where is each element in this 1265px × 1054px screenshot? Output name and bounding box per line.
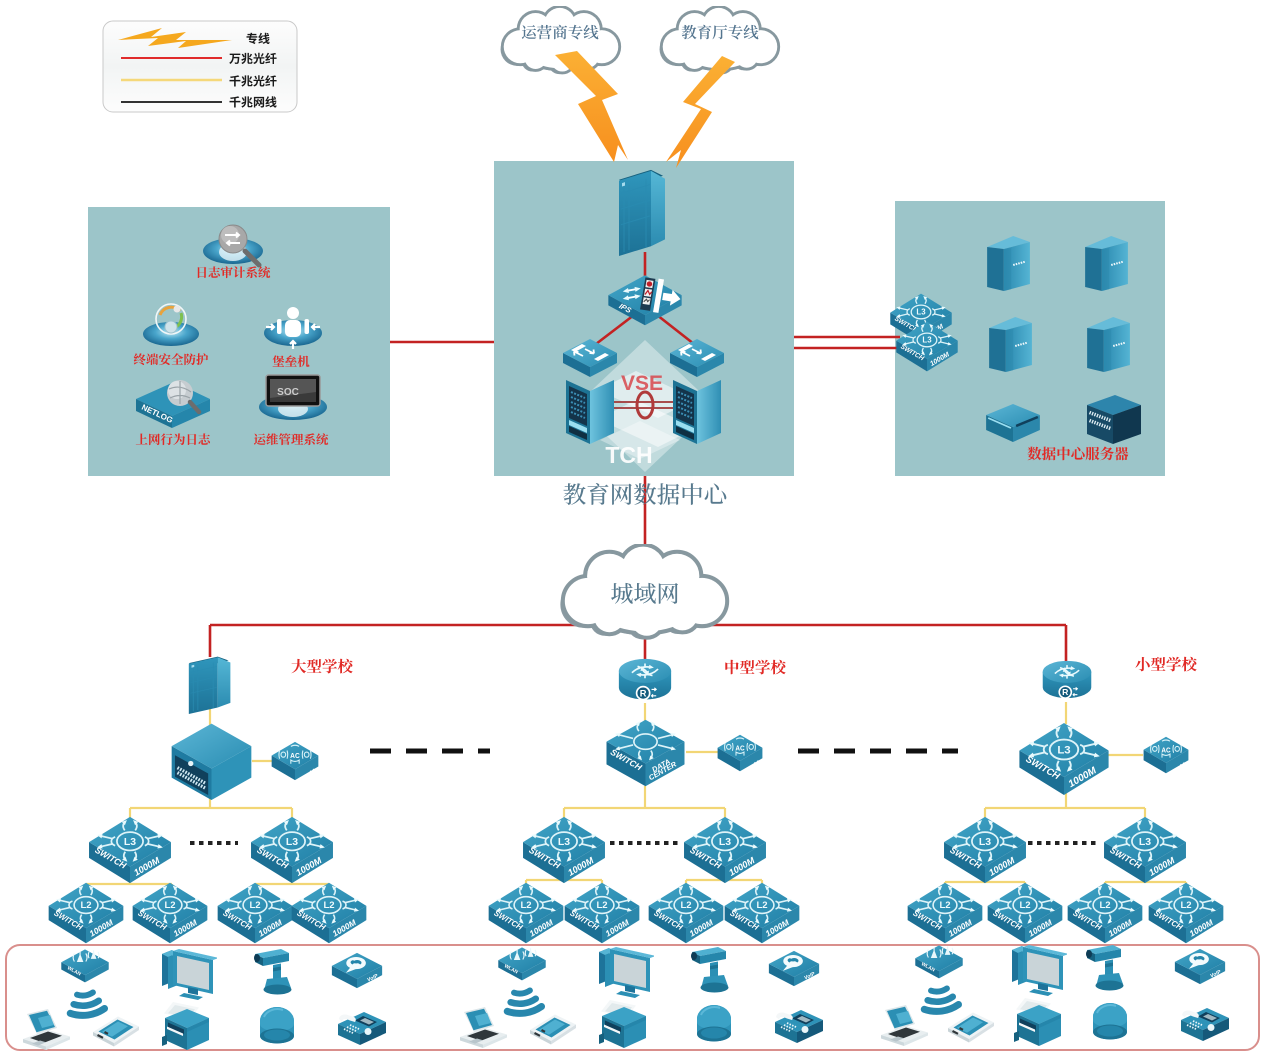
svg-text:SOC: SOC [277, 387, 299, 398]
svg-text:TCH: TCH [605, 442, 652, 468]
svg-text:VSE: VSE [621, 372, 663, 395]
